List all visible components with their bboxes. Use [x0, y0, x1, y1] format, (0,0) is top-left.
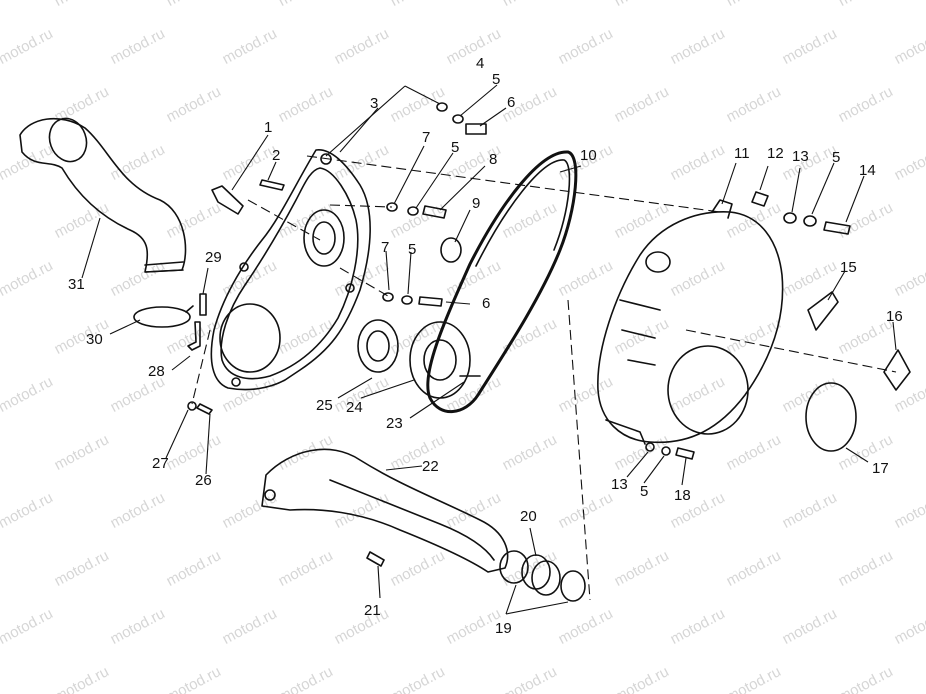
fastener-set-lower — [645, 442, 695, 460]
callout-30: 30 — [86, 331, 103, 348]
callout-14: 14 — [859, 162, 876, 179]
callout-9: 9 — [472, 195, 481, 212]
gasket-left — [499, 550, 529, 584]
callout-12: 12 — [767, 145, 784, 162]
callout-7: 7 — [422, 129, 431, 146]
callout-5: 5 — [832, 149, 841, 166]
hose-clamp — [133, 306, 191, 328]
exhaust-duct — [261, 448, 509, 573]
callout-5: 5 — [492, 71, 501, 88]
callout-2: 2 — [272, 147, 281, 164]
callout-15: 15 — [840, 259, 857, 276]
callout-24: 24 — [346, 399, 363, 416]
mount-bracket — [187, 293, 207, 351]
callout-19: 19 — [495, 620, 512, 637]
gasket-right — [560, 570, 586, 602]
callout-31: 31 — [68, 276, 85, 293]
spacer-washer — [440, 237, 462, 263]
shaft-seal — [357, 319, 399, 373]
callout-1: 1 — [264, 119, 273, 136]
callout-4: 4 — [476, 55, 485, 72]
callout-5: 5 — [451, 139, 460, 156]
screw-and-washer — [187, 401, 213, 415]
callout-20: 20 — [520, 508, 537, 525]
outer-clutch-cover — [597, 199, 784, 445]
callout-17: 17 — [872, 460, 889, 477]
round-decal — [805, 382, 857, 452]
fastener-set-upper — [382, 102, 487, 307]
bearing-housing — [409, 321, 481, 399]
callout-25: 25 — [316, 397, 333, 414]
intake-duct-hose — [19, 117, 187, 273]
decal-strip — [807, 291, 839, 331]
duct-screw — [366, 551, 385, 567]
callout-5: 5 — [408, 241, 417, 258]
callout-16: 16 — [886, 308, 903, 325]
callout-23: 23 — [386, 415, 403, 432]
callout-28: 28 — [148, 363, 165, 380]
callout-6: 6 — [507, 94, 516, 111]
callout-21: 21 — [364, 602, 381, 619]
callout-10: 10 — [580, 147, 597, 164]
drive-belt — [426, 150, 578, 414]
fastener-set-right — [751, 191, 851, 235]
callout-26: 26 — [195, 472, 212, 489]
callout-8: 8 — [489, 151, 498, 168]
callout-11: 11 — [734, 145, 750, 162]
callout-13: 13 — [611, 476, 628, 493]
callout-7: 7 — [381, 239, 390, 256]
diamond-decal — [883, 349, 911, 391]
callout-13: 13 — [792, 148, 809, 165]
callout-27: 27 — [152, 455, 169, 472]
callout-22: 22 — [422, 458, 439, 475]
retaining-clip — [211, 179, 285, 215]
callout-18: 18 — [674, 487, 691, 504]
callout-6: 6 — [482, 295, 491, 312]
inner-clutch-cover — [210, 149, 371, 391]
callout-3: 3 — [370, 95, 379, 112]
callout-5: 5 — [640, 483, 649, 500]
callout-29: 29 — [205, 249, 222, 266]
